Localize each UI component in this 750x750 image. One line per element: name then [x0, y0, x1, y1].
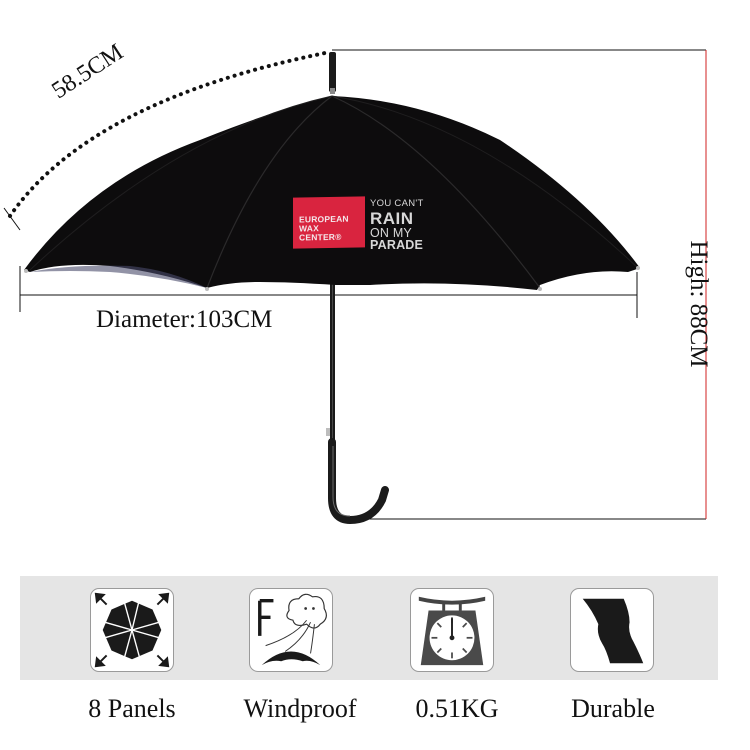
- feature-label-eight-panels: 8 Panels: [88, 694, 176, 723]
- slogan-line-1: YOU CAN'T: [370, 198, 424, 209]
- brand-line-3: CENTER®: [299, 231, 342, 243]
- eight-panels-icon: [94, 592, 170, 668]
- slogan-line-2: RAIN: [370, 208, 414, 228]
- feature-durable: [570, 588, 654, 672]
- diameter-label: Diameter:103CM: [96, 306, 273, 333]
- slogan-line-3: ON MY: [370, 225, 412, 240]
- umbrella-diagram: EUROPEAN WAX CENTER® YOU CAN'T RAIN ON M…: [3, 39, 712, 525]
- windproof-icon: [258, 593, 327, 666]
- brand-patch: EUROPEAN WAX CENTER®: [293, 196, 365, 249]
- rib-length-arc: [8, 50, 332, 218]
- feature-eight-panels: [90, 588, 174, 672]
- feature-label-windproof: Windproof: [243, 694, 357, 723]
- feature-label-weight: 0.51KG: [415, 694, 499, 723]
- slogan: YOU CAN'T RAIN ON MY PARADE: [370, 199, 424, 252]
- durable-fabric-icon: [582, 598, 644, 664]
- canopy: [24, 96, 640, 290]
- weight-scale-icon: [418, 596, 486, 666]
- umbrella-illustration: [3, 49, 707, 525]
- feature-weight: [410, 588, 494, 672]
- brand-patch-text: EUROPEAN WAX CENTER®: [299, 214, 349, 243]
- slogan-line-4: PARADE: [370, 238, 424, 252]
- feature-label-durable: Durable: [571, 694, 655, 723]
- rib-length-end-tick: [3, 207, 21, 231]
- height-label: High: 88CM: [685, 240, 712, 368]
- feature-windproof: [249, 588, 333, 672]
